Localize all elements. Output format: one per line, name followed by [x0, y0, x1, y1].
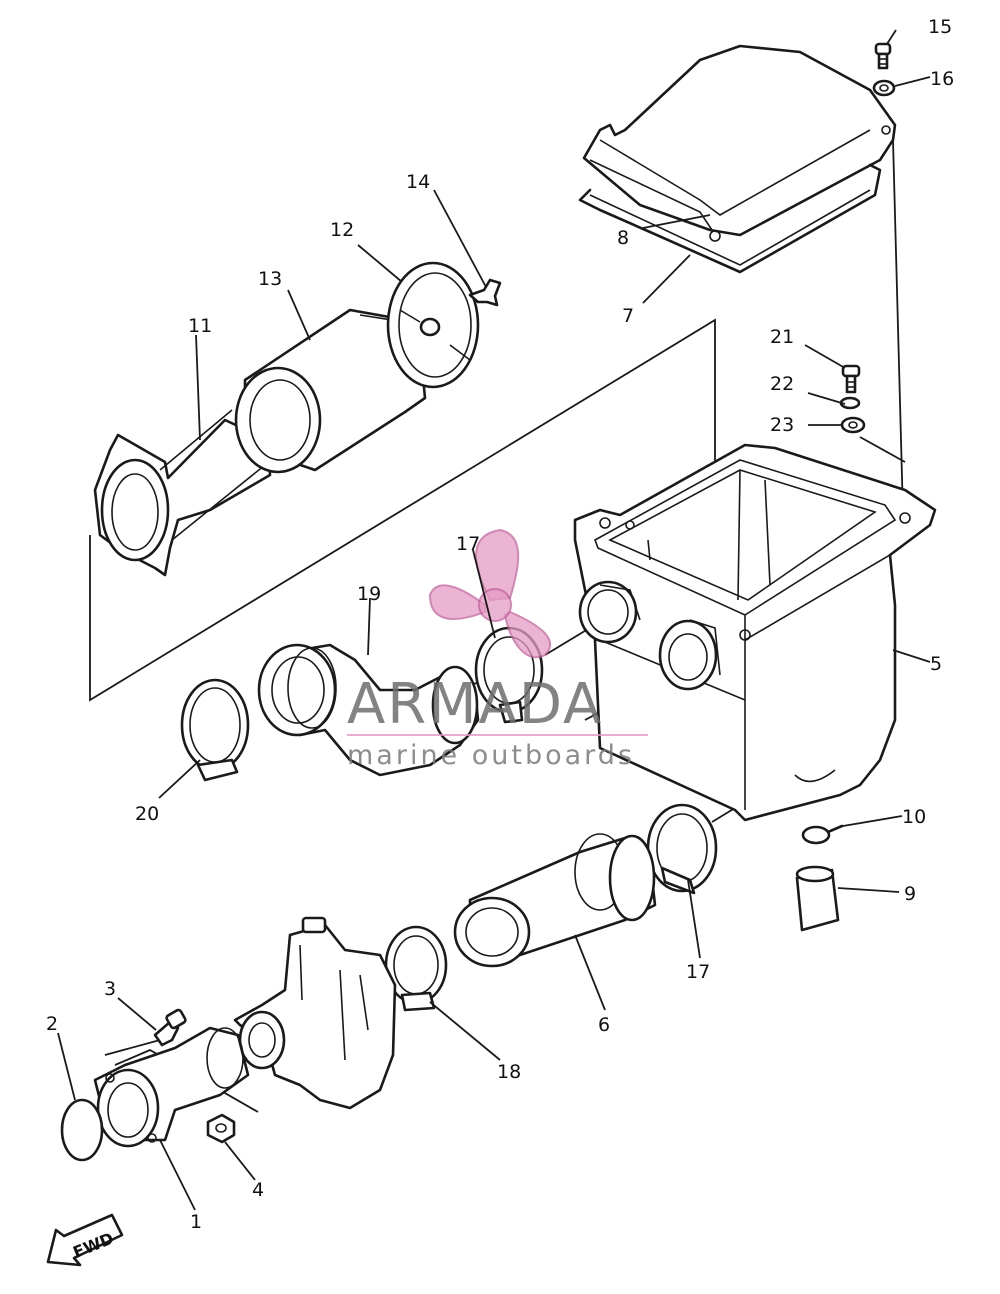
- hose-clamp-17-lower: [646, 803, 718, 895]
- callout-8: 8: [617, 227, 629, 249]
- joint-hose: [453, 833, 657, 968]
- joint-bolt: [153, 1008, 187, 1047]
- fwd-direction-arrow: FWD: [46, 1213, 124, 1267]
- callout-5: 5: [930, 653, 942, 675]
- airbox-screw: [841, 364, 861, 394]
- elbow-joint: [257, 643, 480, 777]
- callout-4: 4: [252, 1179, 264, 1201]
- callout-7: 7: [622, 305, 634, 327]
- watermark-tagline: marine outboards: [347, 740, 635, 771]
- cover-washer: [872, 79, 896, 97]
- callout-13: 13: [258, 268, 282, 290]
- hose-clamp-18: [384, 925, 448, 1012]
- callout-12: 12: [330, 219, 354, 241]
- airbox-inlet-upper: [578, 580, 641, 644]
- element-cap: [386, 261, 480, 389]
- callout-17-lower: 17: [686, 961, 710, 983]
- hose-clamp-20: [180, 678, 250, 782]
- callout-3: 3: [104, 978, 116, 1000]
- callout-6: 6: [598, 1014, 610, 1036]
- o-ring: [60, 1098, 104, 1162]
- airbox-inlet-lower: [658, 619, 721, 691]
- airbox-washer: [840, 416, 866, 434]
- callout-16: 16: [930, 68, 954, 90]
- callout-1: 1: [190, 1211, 202, 1233]
- callout-18: 18: [497, 1061, 521, 1083]
- armada-watermark: ARMADA marine outboards: [347, 528, 648, 771]
- callout-2: 2: [46, 1013, 58, 1035]
- drain-tube: [795, 865, 840, 932]
- callout-20: 20: [135, 803, 159, 825]
- drain-clip: [801, 824, 844, 845]
- callout-11: 11: [188, 315, 212, 337]
- callout-23: 23: [770, 414, 794, 436]
- callout-14: 14: [406, 171, 430, 193]
- callout-19: 19: [357, 583, 381, 605]
- carburetor-joint: [93, 1026, 250, 1148]
- propeller-icon: [428, 528, 552, 659]
- airbox-cover: [578, 44, 897, 274]
- callout-22: 22: [770, 373, 794, 395]
- carburetor: [233, 916, 397, 1110]
- watermark-brand: ARMADA: [347, 672, 603, 737]
- callout-leaders: [57, 29, 931, 1211]
- callout-numbers: 1 2 3 4 5 6 7 8 9 10 11 12 13 14 15 16 1…: [46, 16, 954, 1233]
- air-filter-element: [234, 308, 427, 474]
- callout-15: 15: [928, 16, 952, 38]
- callout-21: 21: [770, 326, 794, 348]
- element-holder: [93, 409, 272, 577]
- callout-9: 9: [904, 883, 916, 905]
- airbox-case: [573, 443, 937, 822]
- callout-10: 10: [902, 806, 926, 828]
- callout-17-upper: 17: [456, 533, 480, 555]
- joint-nut: [206, 1113, 236, 1144]
- cover-bolt: [874, 42, 892, 70]
